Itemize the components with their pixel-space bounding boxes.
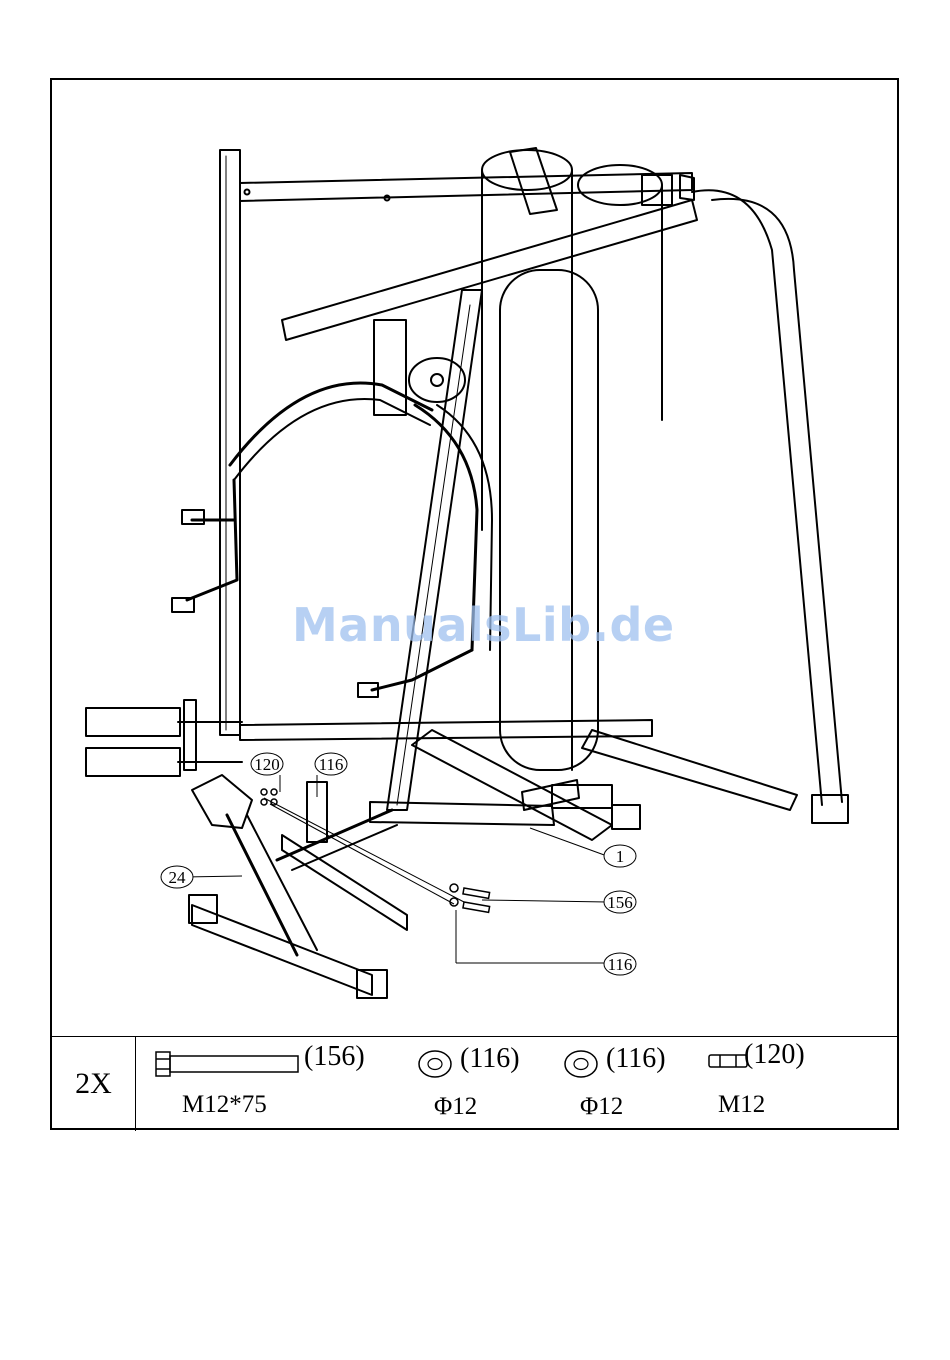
foot-plates (86, 700, 242, 776)
callout-120: 120 (251, 753, 283, 775)
callout-116-top: 116 (315, 753, 347, 775)
left-upright (220, 150, 240, 735)
callout-116-bottom-label: 116 (608, 955, 633, 974)
part-number: (116) (460, 1043, 520, 1075)
main-cross-tube (370, 780, 579, 825)
part-number: (120) (744, 1039, 805, 1071)
part-spec: Φ12 (580, 1093, 623, 1121)
right-arched-frame (692, 190, 848, 823)
bolt-icon (154, 1049, 304, 1079)
washer-icon (562, 1049, 600, 1079)
seat-frame (189, 775, 407, 998)
callout-24-label: 24 (169, 868, 187, 887)
callout-116-bottom: 116 (604, 953, 636, 975)
top-crossbar (240, 173, 692, 201)
part-item-washer-2: (116) Φ12 (560, 1037, 700, 1131)
callout-24: 24 (161, 866, 193, 888)
callout-116-top-label: 116 (319, 755, 344, 774)
callout-156-label: 156 (607, 893, 633, 912)
base-frame (240, 720, 797, 840)
callout-1: 1 (604, 845, 636, 867)
washer-icon (416, 1049, 454, 1079)
callout-120-label: 120 (254, 755, 280, 774)
callout-156: 156 (604, 891, 636, 913)
part-item-nut: (120) M12 (704, 1037, 884, 1131)
part-spec: M12 (718, 1091, 765, 1119)
callout-1-label: 1 (616, 847, 625, 866)
part-number: (156) (304, 1041, 365, 1073)
part-spec: Φ12 (434, 1093, 477, 1121)
part-item-washer-1: (116) Φ12 (414, 1037, 554, 1131)
weight-stack-column (482, 150, 662, 770)
parts-table: 2X (156) M12*75 (116) Φ12 (52, 1036, 897, 1131)
assembly-step-frame: 120 116 24 1 156 116 Manual (50, 78, 899, 1130)
watermark: ManualsLib.de (292, 598, 662, 652)
part-number: (116) (606, 1043, 666, 1075)
assembly-diagram: 120 116 24 1 156 116 (52, 80, 897, 1036)
part-item-bolt: (156) M12*75 (152, 1037, 392, 1131)
part-spec: M12*75 (182, 1091, 267, 1119)
parts-quantity: 2X (52, 1037, 136, 1131)
